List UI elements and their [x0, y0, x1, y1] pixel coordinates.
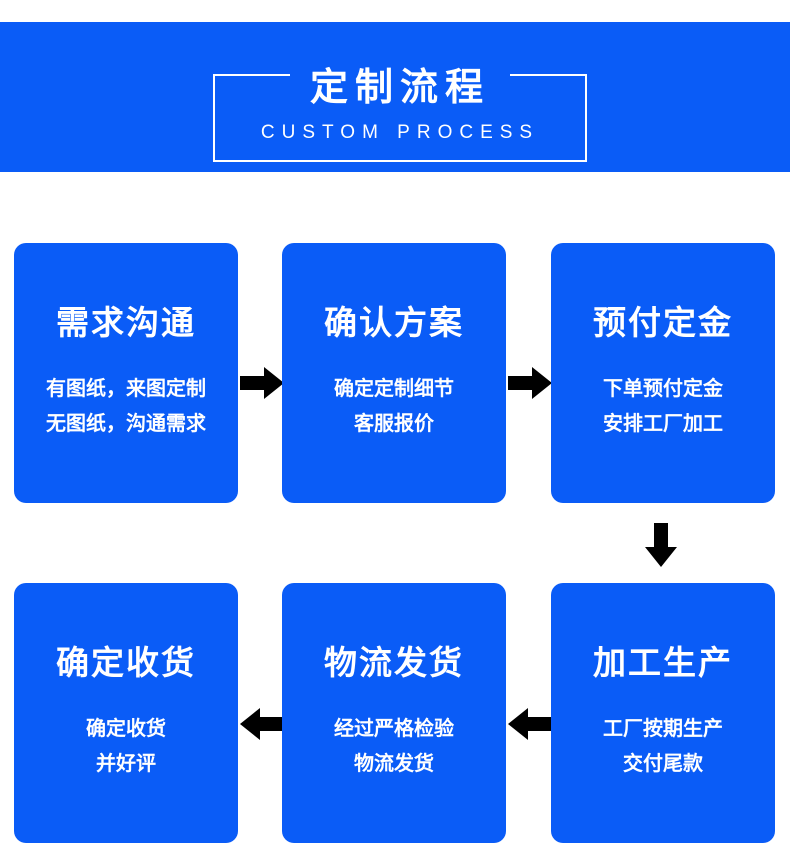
step-card-4-line2: 交付尾款 — [623, 752, 703, 775]
step-card-3[interactable]: 预付定金 下单预付定金 安排工厂加工 — [551, 243, 775, 503]
step-card-2-line2: 客服报价 — [354, 412, 434, 435]
step-card-5-heading: 物流发货 — [324, 644, 464, 682]
step-card-6[interactable]: 确定收货 确定收货 并好评 — [14, 583, 238, 843]
step-card-3-heading: 预付定金 — [593, 304, 733, 342]
page-title-cn: 定制流程 — [289, 62, 510, 114]
step-card-4[interactable]: 加工生产 工厂按期生产 交付尾款 — [551, 583, 775, 843]
arrow-right-icon — [240, 367, 284, 399]
step-card-3-line2: 安排工厂加工 — [603, 412, 723, 435]
step-card-6-heading: 确定收货 — [56, 644, 196, 682]
arrow-left-icon — [240, 708, 284, 740]
step-card-2[interactable]: 确认方案 确定定制细节 客服报价 — [282, 243, 506, 503]
step-card-1[interactable]: 需求沟通 有图纸，来图定制 无图纸，沟通需求 — [14, 243, 238, 503]
step-card-5[interactable]: 物流发货 经过严格检验 物流发货 — [282, 583, 506, 843]
step-card-4-heading: 加工生产 — [593, 644, 733, 682]
step-card-2-heading: 确认方案 — [324, 304, 464, 342]
step-card-2-line1: 确定定制细节 — [334, 377, 454, 400]
process-flow: 需求沟通 有图纸，来图定制 无图纸，沟通需求 确认方案 确定定制细节 客服报价 … — [0, 172, 790, 866]
step-card-5-line1: 经过严格检验 — [334, 717, 454, 740]
title-cn-wrapper: 定制流程 — [213, 62, 587, 114]
arrow-down-icon — [645, 523, 677, 567]
page-title-en: CUSTOM PROCESS — [260, 122, 540, 143]
step-card-6-line2: 并好评 — [96, 752, 156, 775]
step-card-5-line2: 物流发货 — [354, 752, 434, 775]
step-card-1-line2: 无图纸，沟通需求 — [46, 412, 206, 435]
page-banner: 定制流程 CUSTOM PROCESS — [0, 22, 790, 172]
step-card-6-line1: 确定收货 — [86, 717, 166, 740]
arrow-left-icon — [508, 708, 552, 740]
step-card-3-line1: 下单预付定金 — [603, 377, 723, 400]
step-card-1-line1: 有图纸，来图定制 — [46, 377, 206, 400]
arrow-right-icon — [508, 367, 552, 399]
step-card-1-heading: 需求沟通 — [56, 304, 196, 342]
step-card-4-line1: 工厂按期生产 — [603, 717, 723, 740]
